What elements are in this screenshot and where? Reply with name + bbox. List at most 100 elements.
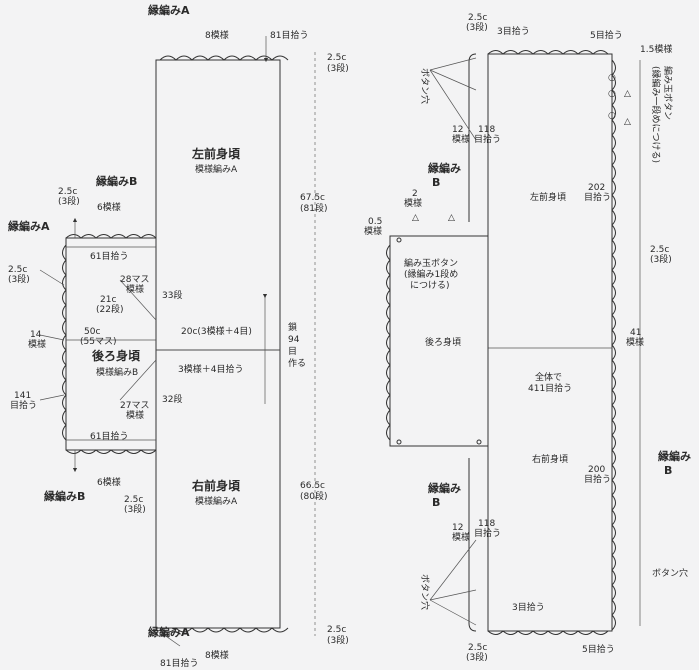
m27-label: 27マス bbox=[120, 401, 149, 411]
rt-edgeb-b2: B bbox=[432, 496, 440, 509]
rt-edgeb-r2: B bbox=[664, 464, 672, 477]
fourteen2-label: 模様 bbox=[28, 338, 46, 350]
rt-btn-v1: 編み玉ボタン bbox=[662, 66, 674, 120]
rt-t25b: (3段) bbox=[466, 21, 488, 33]
edge-b-top-label: 縁編みB bbox=[96, 174, 137, 188]
knit94b-label: 94 bbox=[288, 335, 300, 345]
r25t2-label: (3段) bbox=[327, 62, 349, 74]
c25-b2-label: (3段) bbox=[124, 503, 146, 515]
rt-n202b: 目拾う bbox=[584, 191, 611, 203]
knit94c-label: 目 bbox=[288, 346, 297, 357]
rt-t15: 1.5模様 bbox=[640, 43, 672, 55]
rt-edgeb-t2: B bbox=[432, 176, 440, 189]
rt-n200: 200 bbox=[588, 465, 605, 475]
one41-label: 141 bbox=[14, 391, 31, 401]
rt-n12b: 12 bbox=[452, 523, 463, 533]
rt-b25b: (3段) bbox=[466, 651, 488, 663]
rt-two: 2 bbox=[412, 189, 418, 199]
rt-n118b2: 目拾う bbox=[474, 527, 501, 539]
rt-n202: 202 bbox=[588, 183, 605, 193]
rt-edgeb-b: 縁編み bbox=[428, 481, 461, 495]
svg-text:○: ○ bbox=[608, 89, 616, 99]
back-outline bbox=[389, 235, 489, 447]
scallop-top bbox=[159, 55, 289, 61]
rt-b5: 5目拾う bbox=[582, 643, 615, 655]
edge-a-top-label: 縁編みA bbox=[148, 3, 190, 17]
c25-a-label: 2.5c bbox=[58, 187, 77, 197]
rt-r25: 2.5c bbox=[650, 245, 669, 255]
c25-b-label: 2.5c bbox=[124, 495, 143, 505]
svg-text:○: ○ bbox=[608, 73, 616, 83]
c21-label: 21c bbox=[100, 295, 116, 305]
rt-n118t2: 目拾う bbox=[474, 133, 501, 145]
top-8-label: 8模様 bbox=[205, 29, 229, 41]
rt-two2: 模様 bbox=[404, 197, 422, 209]
c50-label: 50c bbox=[84, 327, 100, 337]
svg-text:△: △ bbox=[624, 89, 631, 99]
one41b-label: 目拾う bbox=[10, 399, 37, 411]
rt-hole-r: ボタン穴 bbox=[652, 567, 688, 579]
right-front-label: 右前身頃 bbox=[191, 478, 241, 493]
left-front-sub-label: 模様編みA bbox=[195, 163, 238, 175]
right-front-sub-label: 模様編みA bbox=[195, 495, 238, 507]
svg-text:△: △ bbox=[624, 117, 631, 127]
c50b-label: (55マス) bbox=[80, 337, 116, 347]
left-front-panel bbox=[155, 59, 281, 351]
m3-label: 3模様＋4目拾う bbox=[178, 363, 243, 375]
c25-side2-label: (3段) bbox=[8, 273, 30, 285]
r25b2-label: (3段) bbox=[327, 634, 349, 646]
back-sub-label: 模様編みB bbox=[96, 366, 138, 378]
rt-b25: 2.5c bbox=[468, 643, 487, 653]
sixty1-bot-label: 61目拾う bbox=[90, 430, 128, 442]
rt-n12t: 12 bbox=[452, 125, 463, 135]
rt-btn-h2: (縁編み1段め bbox=[404, 268, 458, 280]
rt-btn-h3: につける) bbox=[410, 280, 450, 291]
c665-label: 66.5c bbox=[300, 481, 325, 491]
c21b-label: (22段) bbox=[96, 303, 123, 315]
c20-label: 20c(3模様＋4目) bbox=[181, 325, 252, 337]
c25-side-label: 2.5c bbox=[8, 265, 27, 275]
six-bot-label: 6模様 bbox=[97, 476, 121, 488]
svg-text:△: △ bbox=[412, 213, 419, 223]
edge-a-side-label: 縁編みA bbox=[8, 219, 50, 233]
rt-left-front: 左前身頃 bbox=[530, 191, 566, 203]
bot-8-label: 8模様 bbox=[205, 649, 229, 661]
rt-btn-h1: 編み玉ボタン bbox=[404, 257, 458, 269]
edge-b-bottom-label: 縁編みB bbox=[44, 489, 85, 503]
rt-hole-b: ボタン穴 bbox=[419, 574, 431, 610]
sixty1-top-label: 61目拾う bbox=[90, 250, 128, 262]
rt-n41b: 模様 bbox=[626, 336, 644, 348]
c665b-label: (80段) bbox=[300, 490, 327, 502]
rt-b3: 3目拾う bbox=[512, 601, 545, 613]
knit94a-label: 鎖 bbox=[288, 321, 297, 333]
rt-r25b: (3段) bbox=[650, 253, 672, 265]
rt-edgeb-t: 縁編み bbox=[428, 161, 461, 175]
rt-n12b2: 模様 bbox=[452, 531, 470, 543]
c675-label: 67.5c bbox=[300, 193, 325, 203]
rt-n118b: 118 bbox=[478, 519, 495, 529]
rt-back: 後ろ身頃 bbox=[425, 336, 461, 348]
r25t-label: 2.5c bbox=[327, 53, 346, 63]
six-top-label: 6模様 bbox=[97, 201, 121, 213]
rt-t25: 2.5c bbox=[468, 13, 487, 23]
c675b-label: (81段) bbox=[300, 202, 327, 214]
svg-text:△: △ bbox=[448, 213, 455, 223]
rt-half2: 模様 bbox=[364, 225, 382, 237]
rt-edgeb-r: 縁編み bbox=[658, 449, 691, 463]
rt-n41: 41 bbox=[630, 328, 641, 338]
d32-label: 32段 bbox=[162, 393, 182, 405]
rt-t3: 3目拾う bbox=[497, 25, 530, 37]
m28-label: 28マス bbox=[120, 275, 149, 285]
svg-text:○: ○ bbox=[608, 111, 616, 121]
knit94d-label: 作る bbox=[288, 357, 306, 369]
edge-a-bottom-label: 縁編みA bbox=[148, 625, 190, 639]
rt-n118t: 118 bbox=[478, 125, 495, 135]
rt-half: 0.5 bbox=[368, 217, 382, 227]
rt-hole-t: ボタン穴 bbox=[419, 68, 431, 104]
right-body-outline bbox=[487, 53, 613, 632]
rt-right-front: 右前身頃 bbox=[532, 453, 568, 465]
rt-all2: 411目拾う bbox=[528, 382, 572, 394]
rt-t5: 5目拾う bbox=[590, 29, 623, 41]
top-81-label: 81目拾う bbox=[270, 29, 308, 41]
